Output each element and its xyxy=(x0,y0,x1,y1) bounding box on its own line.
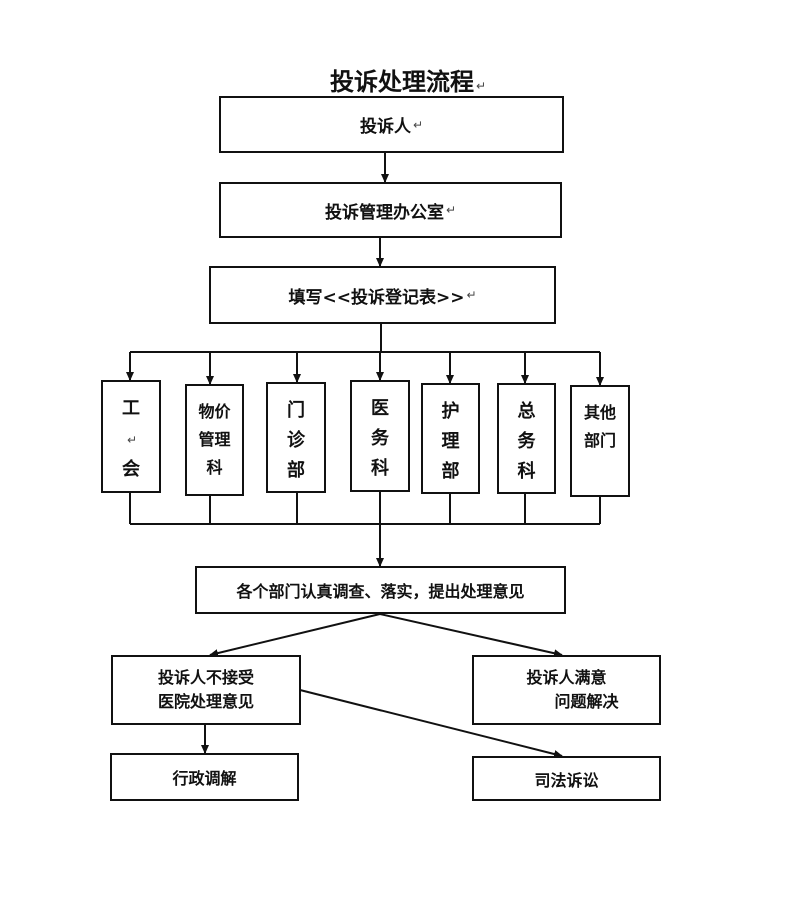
step-investigate: 各个部门认真调查、落实，提出处理意见 xyxy=(195,566,566,614)
step-fill-register-form: 填写<<投诉登记表>>↵ xyxy=(209,266,556,324)
arrow-to-satisfied xyxy=(379,613,563,658)
dept-general-affairs: 总 务 科 xyxy=(497,383,556,494)
dept-nursing: 护 理 部 xyxy=(421,383,480,494)
dept-outpatient: 门 诊 部 xyxy=(266,382,326,493)
arrow-to-not-accept xyxy=(209,613,381,658)
step-complainant: 投诉人↵ xyxy=(219,96,564,153)
dept-price-management: 物价 管理 科 xyxy=(185,384,244,496)
dept-labor-union: 工 ↵ 会 xyxy=(101,380,161,493)
page-title: 投诉处理流程↵ xyxy=(330,68,487,96)
step-complaint-office: 投诉管理办公室↵ xyxy=(219,182,562,238)
dept-other: 其他 部门 xyxy=(570,385,630,497)
outcome-judicial-litigation: 司法诉讼 xyxy=(472,756,661,801)
outcome-not-accepted: 投诉人不接受 医院处理意见 xyxy=(111,655,301,725)
outcome-satisfied: 投诉人满意 问题解决 xyxy=(472,655,661,725)
dept-medical-affairs: 医 务 科 xyxy=(350,380,410,492)
arrow-to-litigation xyxy=(299,689,563,758)
outcome-administrative-mediation: 行政调解 xyxy=(110,753,299,801)
